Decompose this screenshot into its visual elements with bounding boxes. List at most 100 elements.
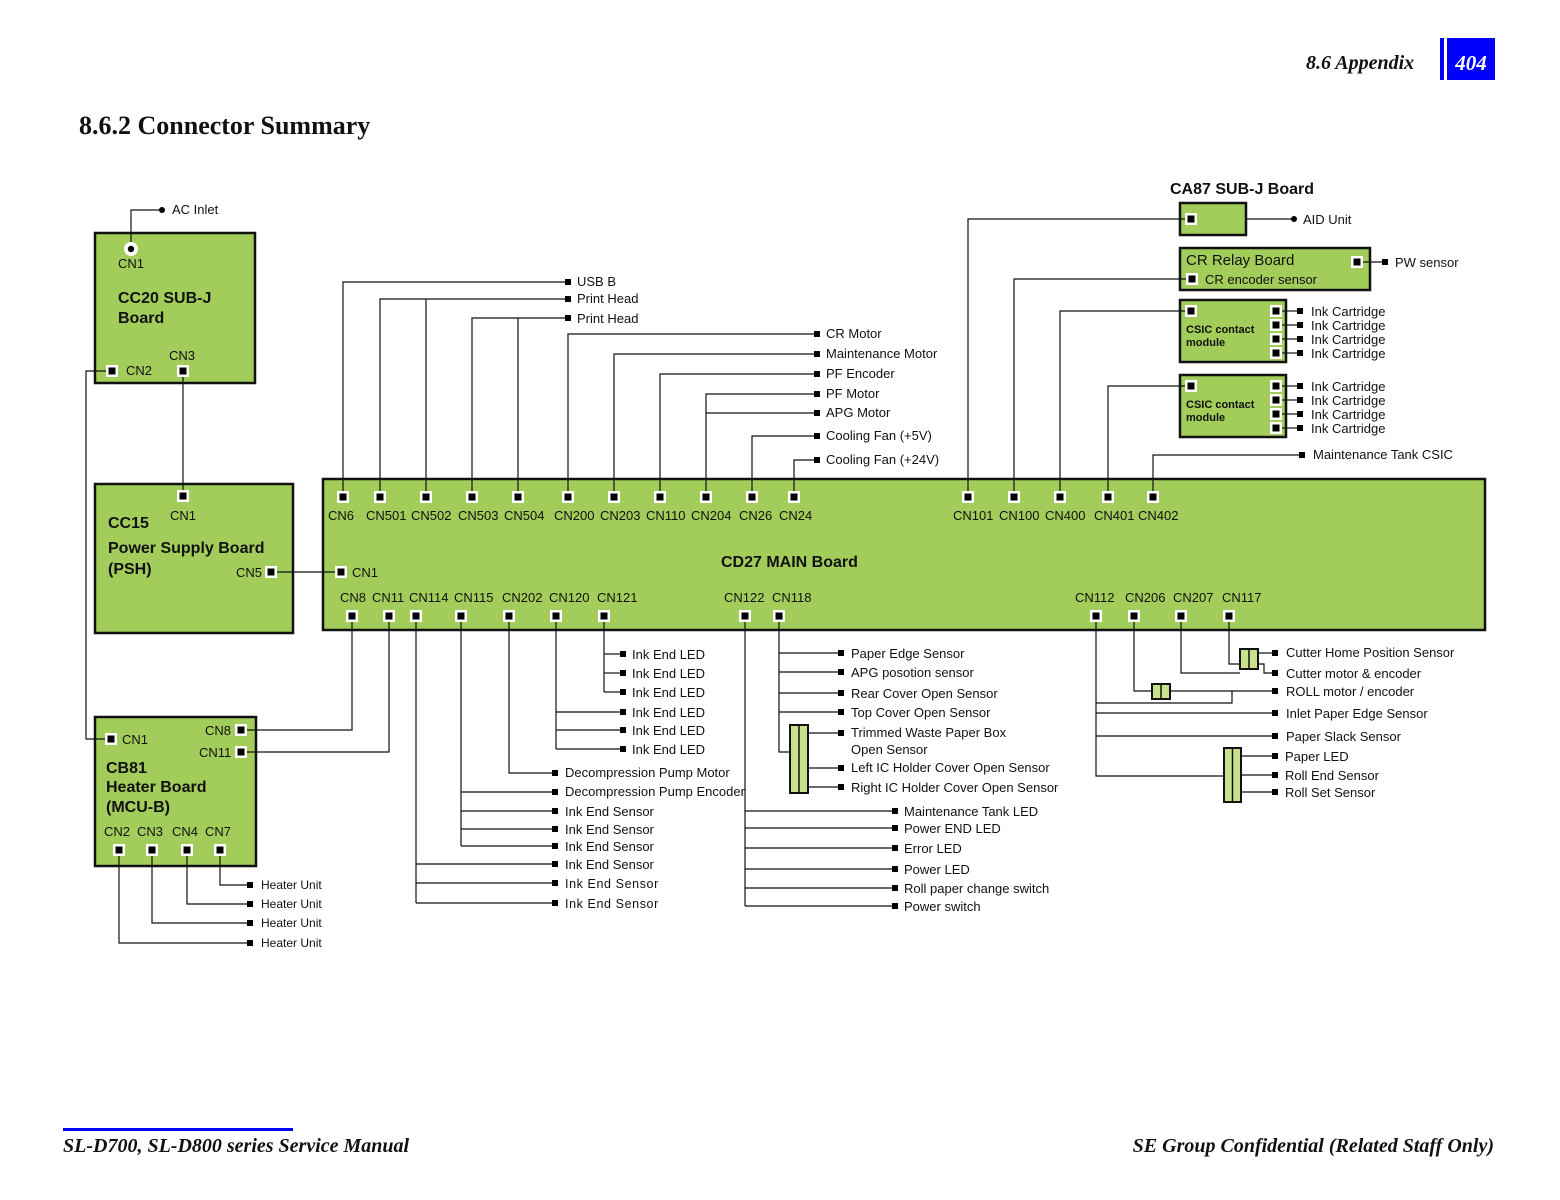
csic-module-1-out-port-pin [1272, 335, 1280, 343]
main-top-port-pin [1104, 493, 1112, 501]
terminal-marker [620, 746, 626, 752]
wire-maintenance-tank-csic [1152, 454, 1300, 491]
board-cr-relay [1178, 246, 1372, 292]
cr-motor-label: CR Motor [826, 326, 882, 341]
terminal-marker [838, 650, 844, 656]
main-top-port-pin [702, 493, 710, 501]
main-bottom-port-pin [412, 612, 420, 620]
main-top-port-pin [964, 493, 972, 501]
main-top-connector-label: CN100 [999, 508, 1039, 523]
wire-cutter-motor [1258, 663, 1272, 674]
cooling-fan-24v-label: Cooling Fan (+24V) [826, 452, 939, 467]
aid-unit-label: AID Unit [1303, 212, 1352, 227]
aid-unit-dot [1291, 216, 1297, 222]
inlet-paper-edge-label: Inlet Paper Edge Sensor [1286, 706, 1428, 721]
cb81-cn1-port-pin [107, 735, 115, 743]
main-bottom-port-pin [775, 612, 783, 620]
cb81-heater-port-pin [148, 846, 156, 854]
cb81-cn-label: CN3 [137, 824, 163, 839]
ink-cartridge-label: Ink Cartridge [1311, 332, 1385, 347]
cb81-cn11-label: CN11 [199, 745, 231, 760]
cc20-title: CC20 SUB-J [118, 290, 211, 307]
board-cb81 [93, 715, 258, 868]
terminal-marker [620, 651, 626, 657]
cn122-item-label: Roll paper change switch [904, 881, 1049, 896]
terminal-marker [1382, 259, 1388, 265]
wire-cn117 [1228, 622, 1240, 665]
cc20-cn3-label: CN3 [169, 348, 195, 363]
wire-cn207 [1180, 622, 1240, 674]
terminal-marker [1272, 710, 1278, 716]
cn118-sensor-label: Paper Edge Sensor [851, 646, 965, 661]
main-top-connector-label: CN501 [366, 508, 406, 523]
terminal-marker [892, 845, 898, 851]
terminal-marker [814, 371, 820, 377]
main-top-connector-label: CN203 [600, 508, 640, 523]
terminal-marker [892, 825, 898, 831]
wire-roll-branch [1096, 691, 1233, 704]
csic-module-2 [1178, 373, 1288, 439]
terminal-marker [814, 331, 820, 337]
ca87-title: CA87 SUB-J Board [1170, 181, 1314, 198]
terminal-marker [892, 866, 898, 872]
pump-motor-label: Decompression Pump Motor [565, 765, 730, 780]
wire-heater-unit [118, 856, 248, 944]
cr-relay-sub: CR encoder sensor [1205, 272, 1318, 287]
terminal-marker [1272, 650, 1278, 656]
main-bottom-port-pin [505, 612, 513, 620]
ink-end-sensor-label: Ink End Sensor [565, 877, 659, 891]
heater-unit-label: Heater Unit [261, 878, 322, 892]
terminal-marker [552, 861, 558, 867]
csic-module-2-in-port-pin [1187, 382, 1195, 390]
wire-ac-inlet [130, 209, 160, 242]
cc15-cn1-label: CN1 [170, 508, 196, 523]
cb81-cn-label: CN2 [104, 824, 130, 839]
main-bottom-port-pin [741, 612, 749, 620]
cb81-cn1-label: CN1 [122, 732, 148, 747]
terminal-marker [838, 690, 844, 696]
cn118-sensor-label: Rear Cover Open Sensor [851, 686, 998, 701]
roll-motor-label: ROLL motor / encoder [1286, 684, 1415, 699]
main-bottom-connector-label: CN207 [1173, 590, 1213, 605]
terminal-marker [892, 885, 898, 891]
wire-heater-unit [186, 856, 248, 905]
terminal-marker [838, 669, 844, 675]
terminal-marker [814, 410, 820, 416]
main-bottom-connector-label: CN11 [372, 590, 404, 605]
wire-heater-unit [151, 856, 248, 924]
csic-module-1-out-port-pin [1272, 349, 1280, 357]
csic-module-1-in-port-pin [1187, 307, 1195, 315]
terminal-marker [552, 770, 558, 776]
wire-main-cn11-cb81-cn11 [247, 622, 390, 753]
cr-relay-encoder-port-pin [1188, 275, 1196, 283]
footer-confidential: SE Group Confidential (Related Staff Onl… [1132, 1135, 1494, 1157]
wire-main-cn100-cr-relay [1013, 278, 1186, 491]
main-top-port-pin [339, 493, 347, 501]
csic-module-1-title-2: module [1186, 337, 1225, 349]
terminal-marker [620, 689, 626, 695]
board-cc20 [93, 231, 257, 385]
main-cn1-port-pin [337, 568, 345, 576]
terminal-marker [814, 351, 820, 357]
wire-pf-motor [705, 393, 815, 491]
cn122-item-label: Power switch [904, 899, 981, 914]
main-board-title: CD27 MAIN Board [721, 554, 858, 571]
heater-unit-label: Heater Unit [261, 936, 322, 950]
cb81-cn8-port-pin [237, 726, 245, 734]
ink-end-led-label: Ink End LED [632, 723, 705, 738]
ink-end-led-label: Ink End LED [632, 685, 705, 700]
cb81-cn11-port-pin [237, 748, 245, 756]
heater-unit-label: Heater Unit [261, 897, 322, 911]
csic-module-1 [1178, 298, 1288, 364]
terminal-marker [552, 880, 558, 886]
cr-relay-title: CR Relay Board [1186, 252, 1294, 269]
cc20-title-2: Board [118, 310, 164, 327]
cb81-title: CB81 [106, 760, 147, 777]
wire-print-head-1 [379, 298, 566, 491]
terminal-marker [552, 843, 558, 849]
main-top-connector-label: CN502 [411, 508, 451, 523]
csic-module-1-out-port-pin [1272, 321, 1280, 329]
terminal-marker [552, 808, 558, 814]
main-bottom-connector-label: CN112 [1075, 590, 1115, 605]
csic-module-2-title-2: module [1186, 412, 1225, 424]
